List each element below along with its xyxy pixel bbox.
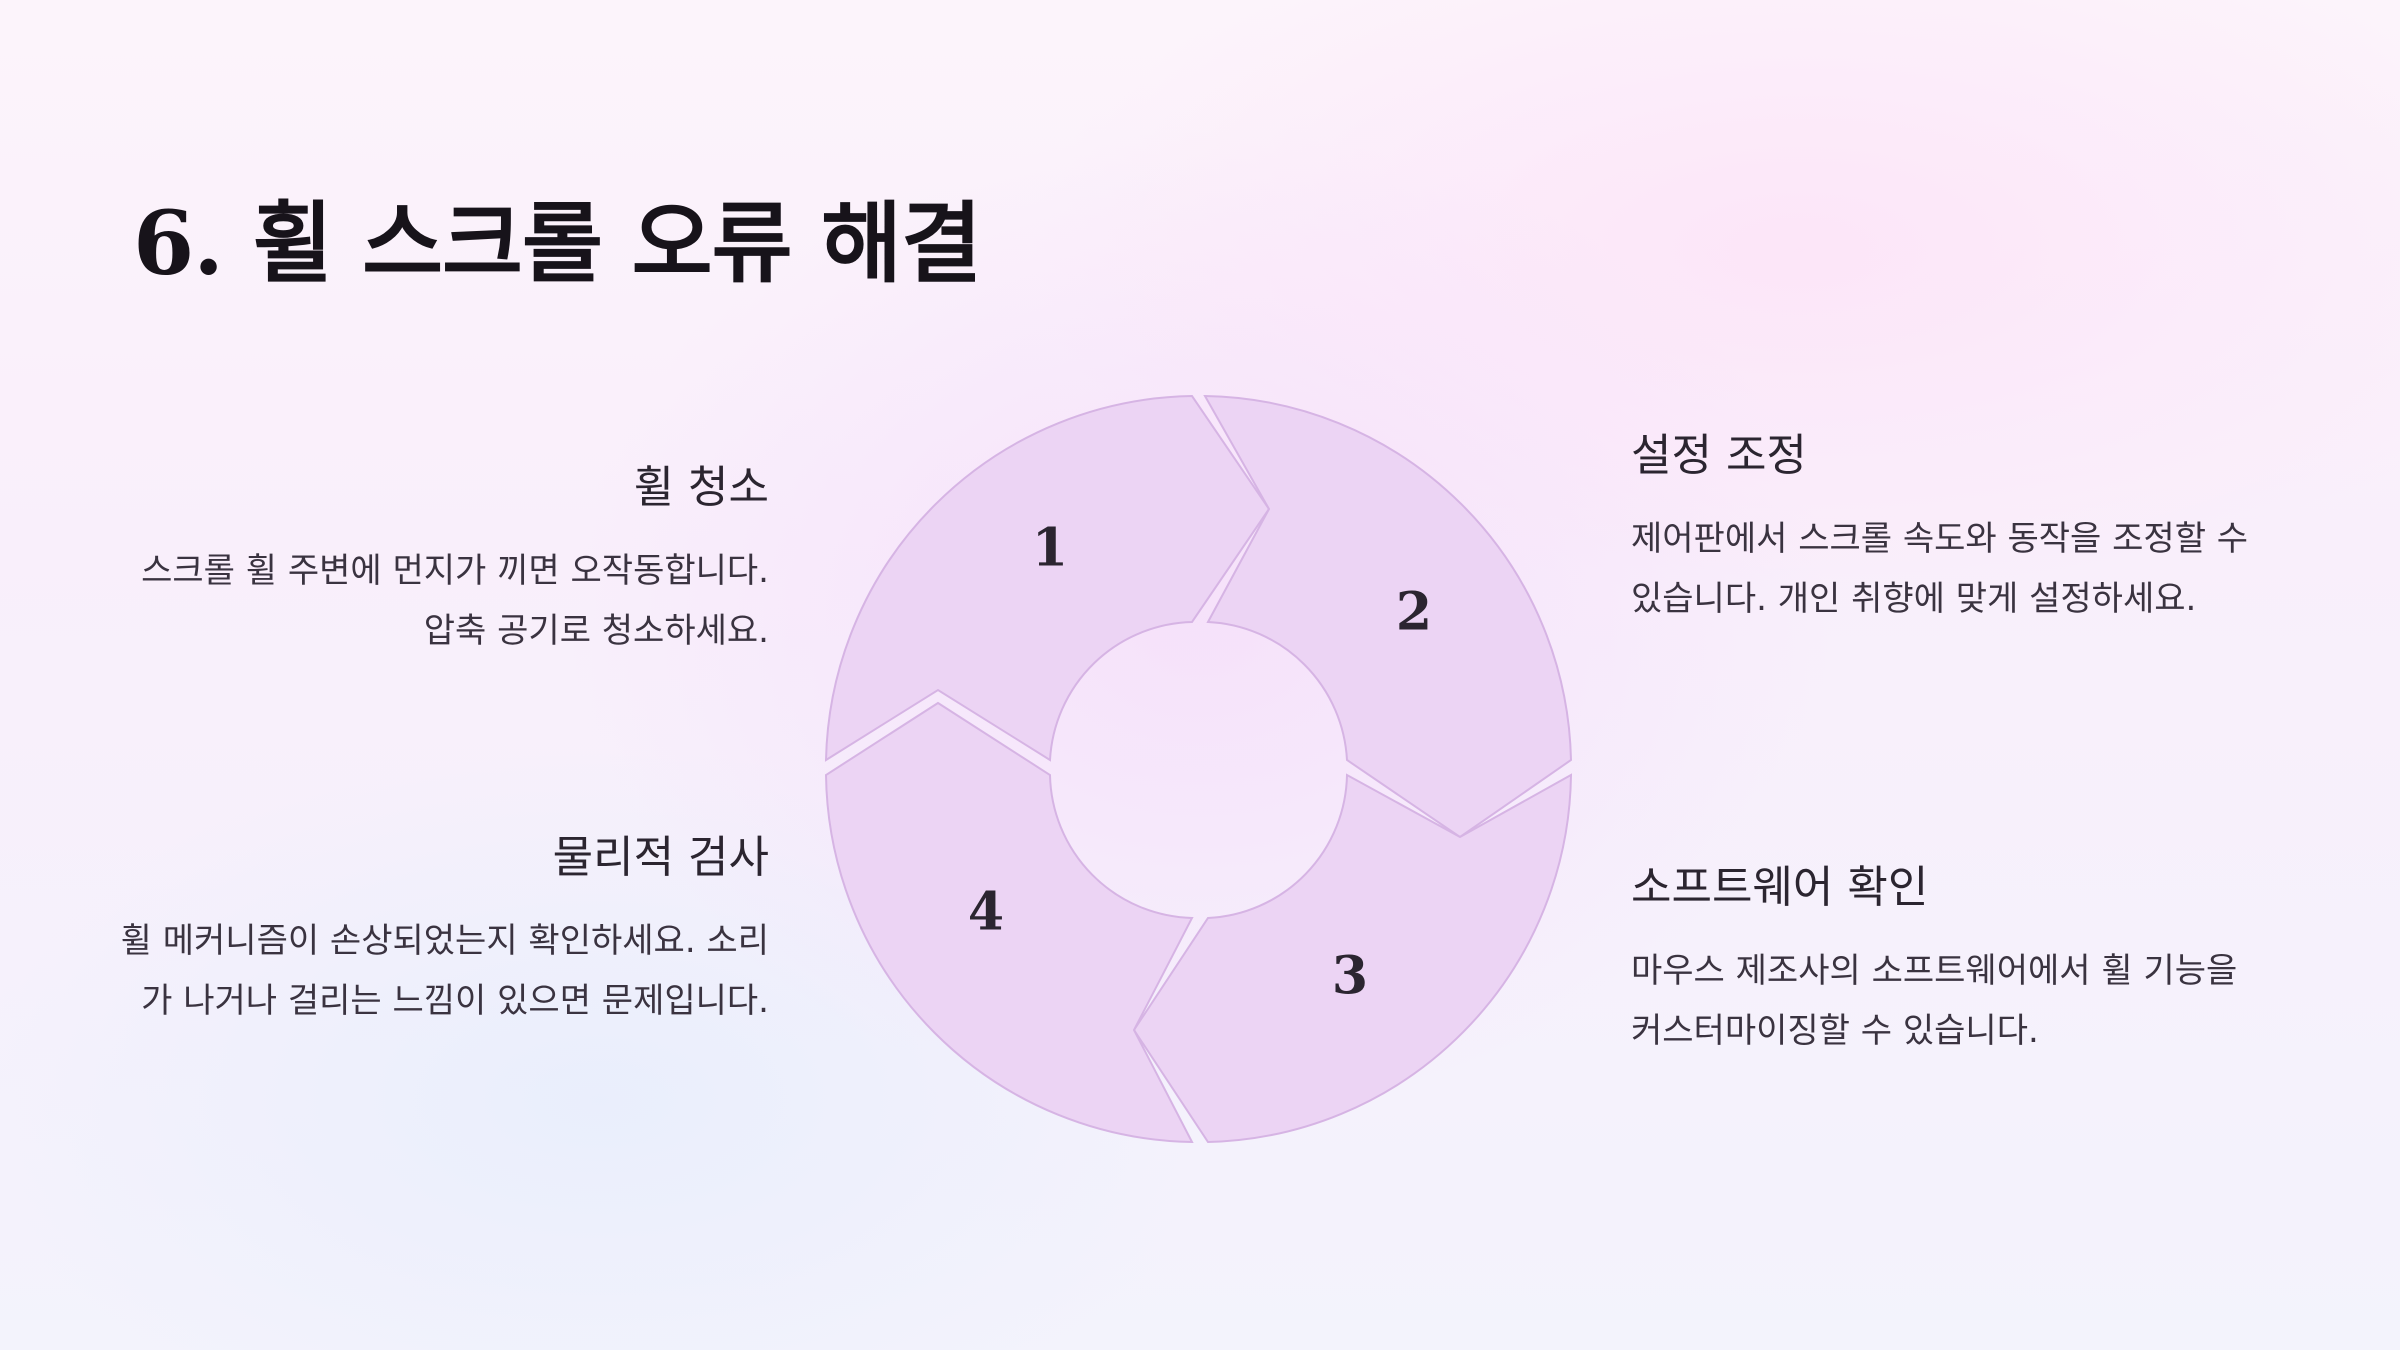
cycle-segment-1	[824, 394, 1271, 762]
cycle-segment-2	[1203, 394, 1573, 839]
step-3-block: 소프트웨어 확인 마우스 제조사의 소프트웨어에서 휠 기능을 커스터마이징할 …	[1631, 862, 2251, 1061]
step-4-block: 물리적 검사 휠 메커니즘이 손상되었는지 확인하세요. 소리가 나거나 걸리는…	[119, 832, 769, 1031]
step-number-1: 1	[1032, 518, 1068, 579]
step-2-text: 제어판에서 스크롤 속도와 동작을 조정할 수 있습니다. 개인 취향에 맞게 …	[1631, 518, 2249, 619]
page-title: 6. 휠 스크롤 오류 해결	[133, 191, 982, 295]
step-number-3: 3	[1332, 946, 1368, 1007]
step-2-heading: 설정 조정	[1631, 430, 1807, 481]
step-3-text: 마우스 제조사의 소프트웨어에서 휠 기능을 커스터마이징할 수 있습니다.	[1631, 950, 2238, 1051]
step-1-heading: 휠 청소	[633, 462, 769, 513]
step-2-block: 설정 조정 제어판에서 스크롤 속도와 동작을 조정할 수 있습니다. 개인 취…	[1631, 430, 2251, 629]
step-4-text: 휠 메커니즘이 손상되었는지 확인하세요. 소리가 나거나 걸리는 느낌이 있으…	[120, 920, 769, 1021]
step-4-heading: 물리적 검사	[552, 832, 769, 883]
cycle-segment-3	[1132, 773, 1573, 1144]
cycle-segment-4	[824, 701, 1194, 1144]
step-number-2: 2	[1396, 582, 1432, 643]
step-3-heading: 소프트웨어 확인	[1631, 862, 1929, 913]
step-number-4: 4	[968, 882, 1004, 943]
step-1-text: 스크롤 휠 주변에 먼지가 끼면 오작동합니다. 압축 공기로 청소하세요.	[141, 550, 769, 651]
step-1-block: 휠 청소 스크롤 휠 주변에 먼지가 끼면 오작동합니다. 압축 공기로 청소하…	[119, 462, 769, 661]
